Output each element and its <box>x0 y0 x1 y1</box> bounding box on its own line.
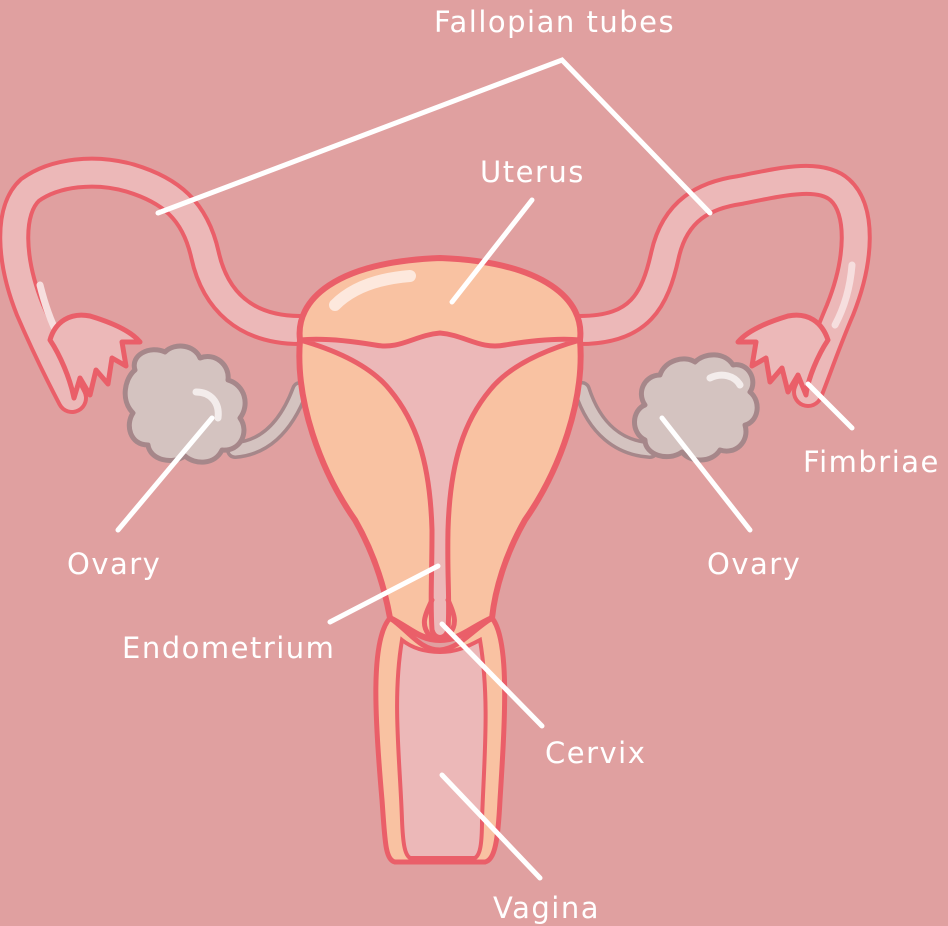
label-vagina: Vagina <box>493 894 600 923</box>
right-ovary <box>634 355 757 460</box>
label-ovary-right: Ovary <box>707 550 801 579</box>
label-fimbriae: Fimbriae <box>803 448 940 477</box>
label-ovary-left: Ovary <box>67 550 161 579</box>
label-uterus: Uterus <box>480 158 585 187</box>
label-fallopian-tubes: Fallopian tubes <box>434 8 675 37</box>
fallopian-tubes-leader <box>158 60 710 213</box>
label-cervix: Cervix <box>545 739 646 768</box>
label-endometrium: Endometrium <box>122 634 335 663</box>
left-ovary <box>125 346 245 462</box>
vagina <box>376 618 505 862</box>
